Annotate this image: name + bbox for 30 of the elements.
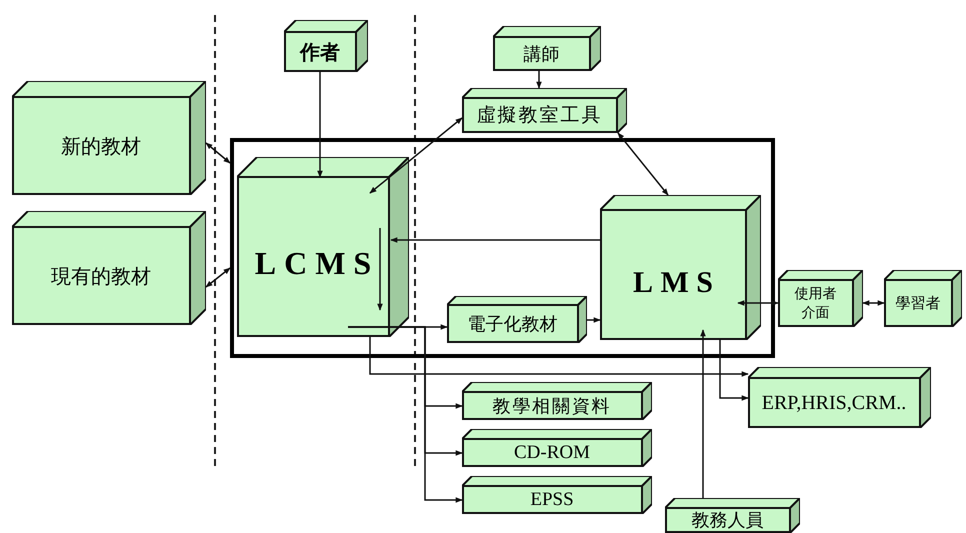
block-label: 學習者	[896, 293, 940, 314]
block-label: 現有的教材	[51, 263, 151, 290]
arrow	[369, 337, 749, 377]
arrow	[737, 300, 779, 306]
block-label: LCMS	[254, 244, 380, 283]
arrow	[536, 71, 542, 89]
arrow	[390, 237, 600, 243]
arrow	[617, 132, 669, 196]
arrow	[587, 317, 601, 323]
arrow	[700, 329, 706, 498]
block-label: 講師	[524, 42, 560, 66]
block-label: 教學相關資料	[492, 394, 612, 418]
system-boundary	[230, 138, 775, 358]
arrow	[205, 142, 231, 164]
block-label: 新的教材	[61, 133, 141, 160]
block-label: LMS	[632, 265, 720, 301]
block-label: 電子化教材	[468, 312, 558, 336]
arrow	[317, 72, 323, 178]
arrow	[862, 300, 885, 306]
block-label: EPSS	[530, 488, 574, 512]
arrow	[348, 326, 463, 503]
arrow	[205, 267, 231, 288]
block-label: CD-ROM	[514, 440, 590, 465]
arrow	[719, 340, 749, 401]
arrow	[369, 117, 463, 194]
block-label: 作者	[300, 39, 340, 66]
block-label: 虛擬教室工具	[476, 103, 602, 128]
block-label: 使用者介面	[794, 285, 838, 322]
block-label: ERP,HRIS,CRM..	[762, 391, 906, 416]
block-label: 教務人員	[692, 509, 764, 533]
